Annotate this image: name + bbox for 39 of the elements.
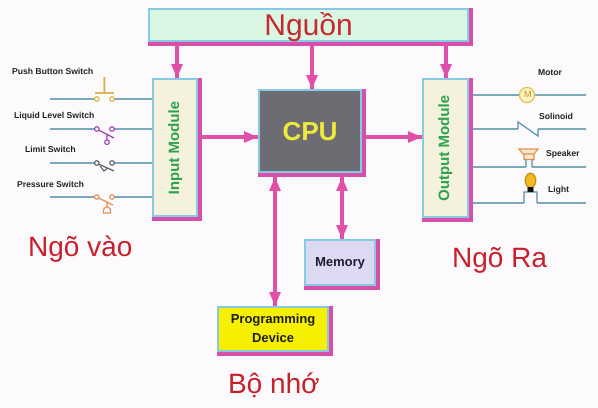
cpu-block [258, 89, 366, 177]
arrow [202, 131, 258, 143]
switch-label: Limit Switch [25, 145, 76, 154]
arrow [269, 177, 281, 306]
wire [49, 128, 153, 130]
programming-device-box [217, 306, 333, 356]
device-label: Motor [538, 68, 562, 77]
section-heading: Bộ nhớ [228, 369, 320, 400]
cpu-label: CPU [282, 116, 338, 146]
programming-device-label: Programming Device [230, 310, 316, 347]
arrow [336, 177, 348, 239]
switch-label: Push Button Switch [12, 67, 94, 76]
power-supply-bar [148, 8, 473, 46]
section-heading: Ngõ Ra [452, 243, 547, 274]
wire [49, 196, 153, 198]
arrow [306, 46, 318, 89]
memory-box [304, 239, 380, 290]
input-module-label: Input Module [166, 100, 184, 194]
wire [472, 94, 587, 96]
arrow [171, 46, 183, 78]
output-module-box [422, 78, 473, 222]
device-label: Speaker [546, 149, 580, 158]
motor-symbol-letter: M [524, 90, 532, 100]
switch-label: Pressure Switch [17, 180, 84, 189]
input-module-box [152, 78, 202, 221]
device-label: Solinoid [539, 112, 573, 121]
arrow [366, 131, 422, 143]
wire [472, 128, 587, 130]
output-module-label: Output Module [437, 95, 454, 201]
wire [472, 166, 587, 168]
section-heading: Ngõ vào [28, 232, 132, 263]
wire [49, 162, 153, 164]
device-label: Light [548, 185, 569, 194]
wire [49, 98, 153, 100]
wire [472, 202, 587, 204]
switch-label: Liquid Level Switch [14, 111, 94, 120]
memory-label: Memory [315, 255, 365, 270]
arrow [440, 46, 452, 78]
power-label: Nguồn [264, 8, 353, 42]
